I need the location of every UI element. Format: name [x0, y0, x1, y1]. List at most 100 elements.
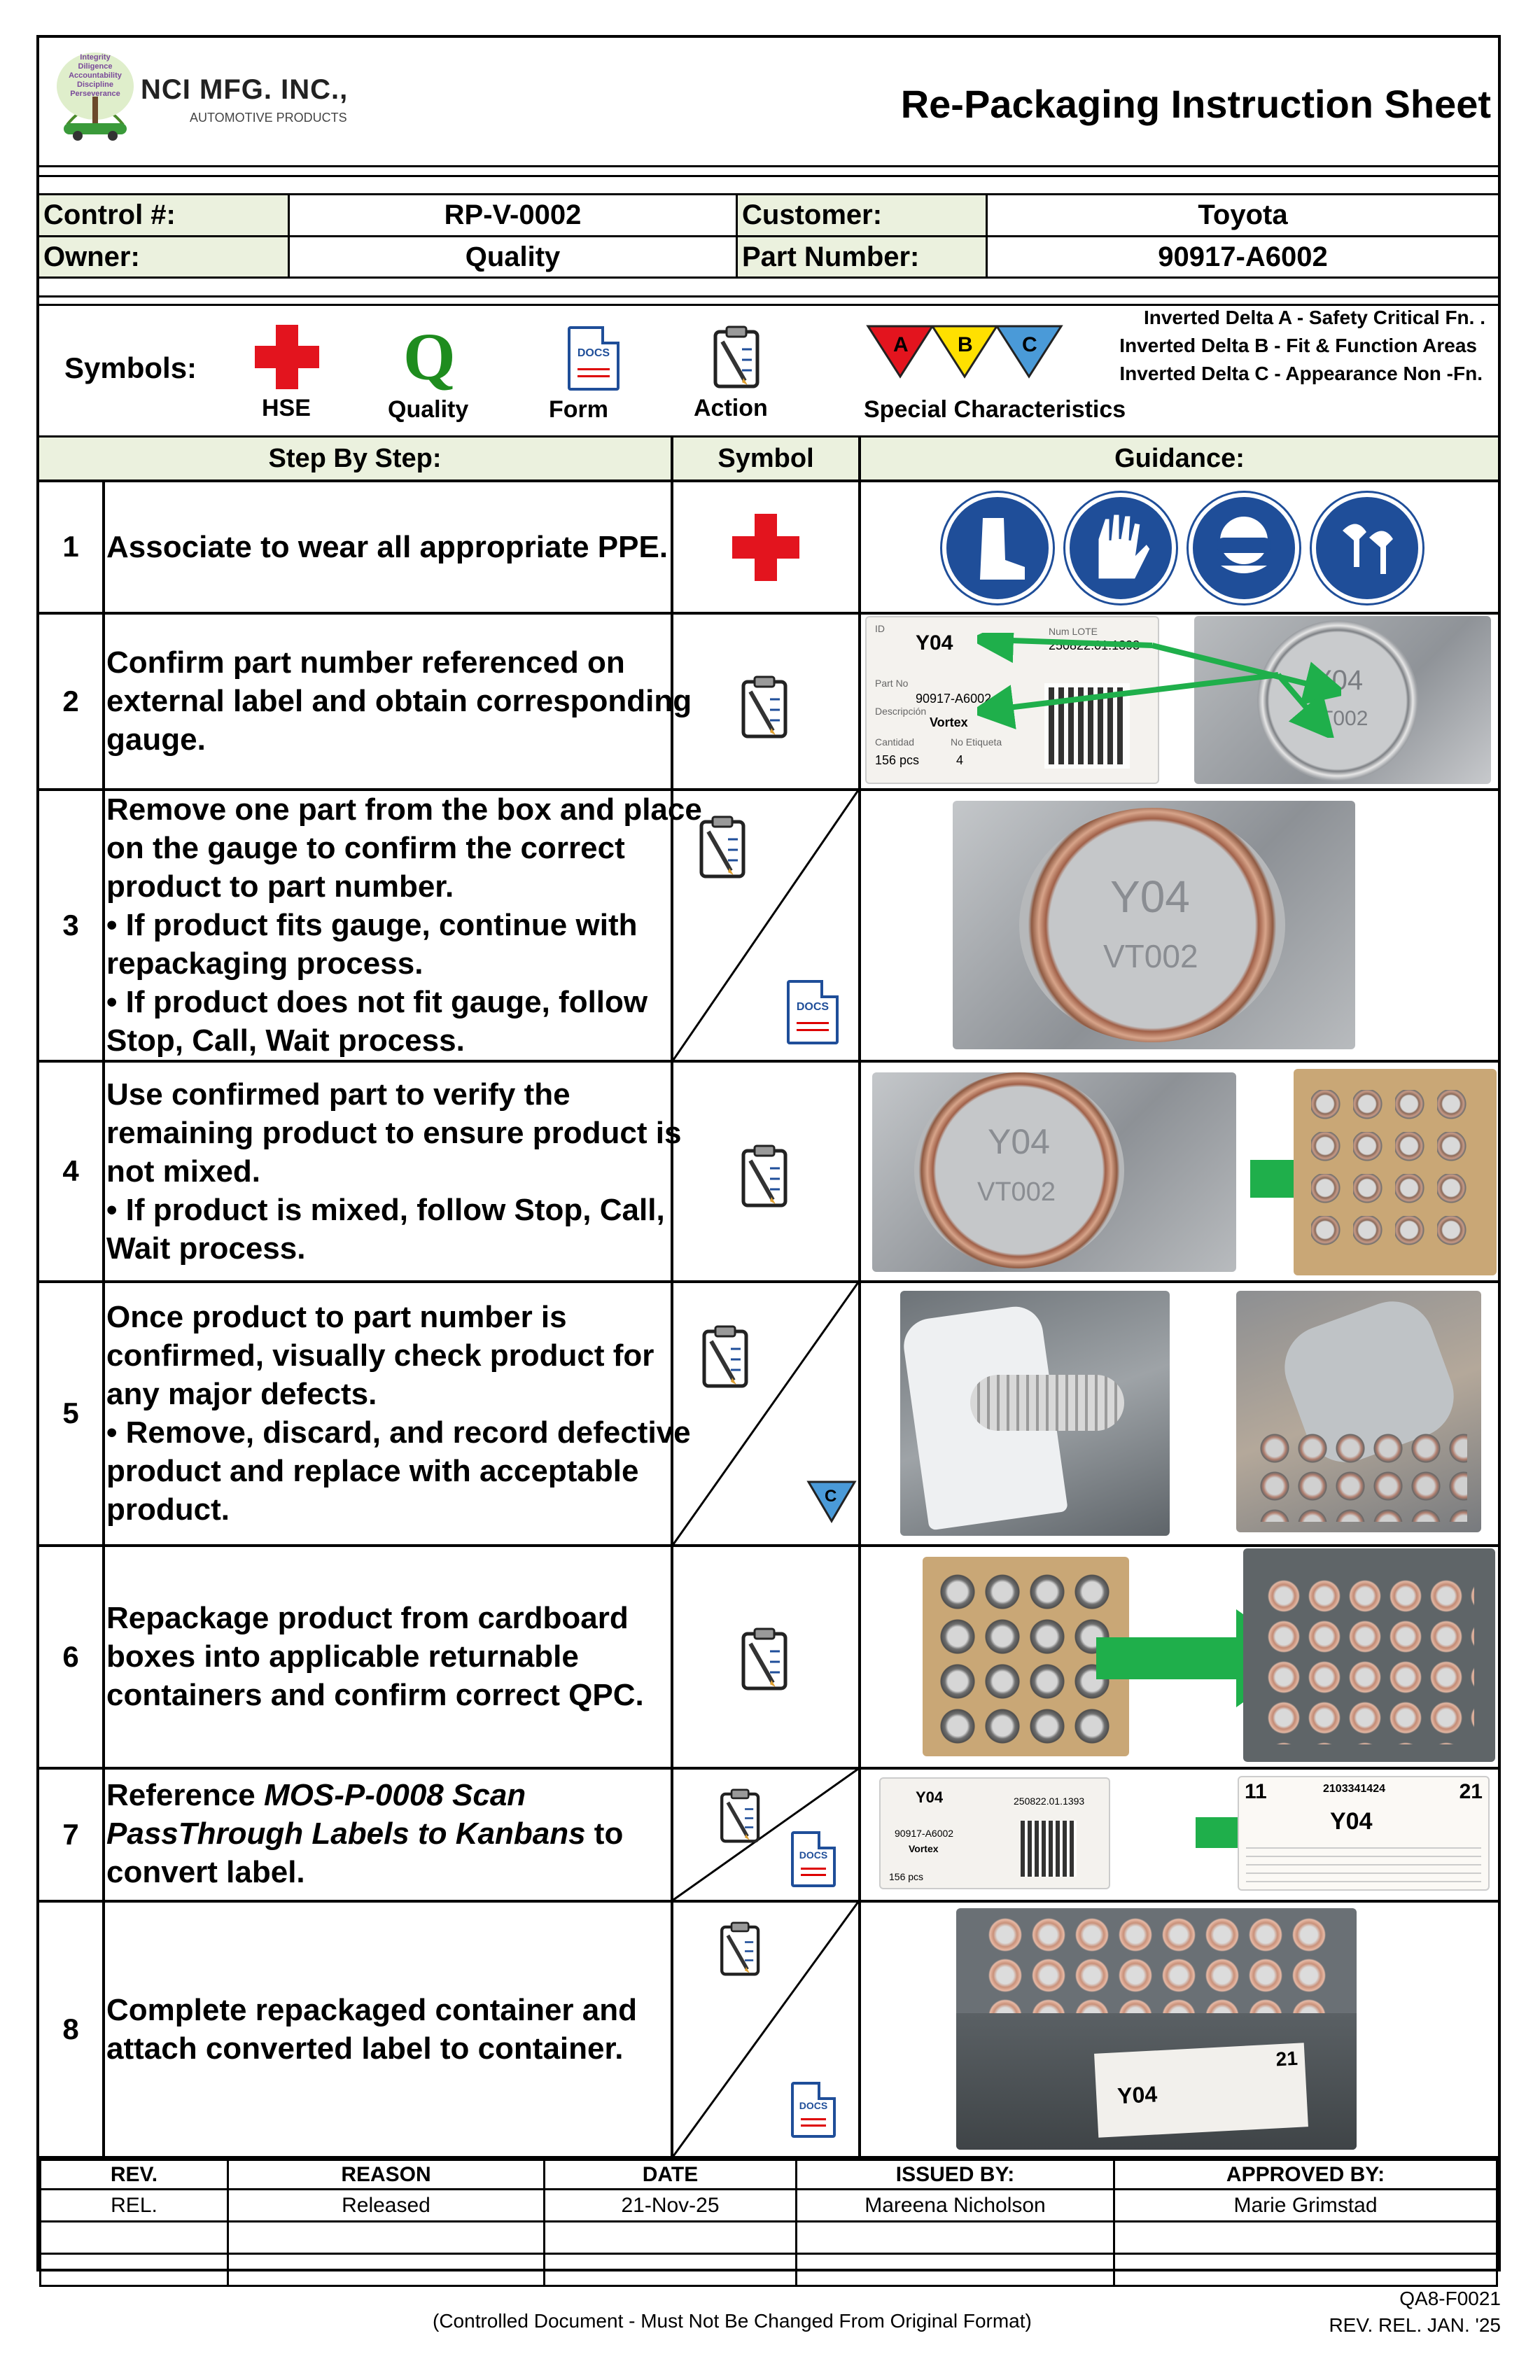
step-number: 3 [62, 908, 79, 941]
kanban-11: 11 [1245, 1780, 1267, 1803]
action-clipboard-icon [699, 816, 746, 878]
label-y04: Y04 [916, 1788, 944, 1806]
step-text: Complete repackaged container and attach… [106, 1992, 637, 2066]
part-number-value: 90917-A6002 [1158, 241, 1328, 272]
col-symbol-header: Symbol [718, 443, 814, 473]
col-step-header: Step By Step: [268, 443, 442, 473]
form-docs-icon: DOCS [568, 326, 620, 391]
step-text: Repackage product from cardboard boxes i… [106, 1601, 644, 1712]
hse-cross-icon [732, 514, 799, 581]
form-docs-icon: DOCS [791, 2082, 836, 2138]
kanban-number: 2103341424 [1323, 1783, 1385, 1795]
label-tag: 4 [956, 753, 964, 767]
symbol-diagonal [673, 1282, 858, 1544]
label-lote: 250822.01.1393 [1014, 1795, 1085, 1807]
date-value: 21-Nov-25 [543, 2188, 797, 2222]
label-desc: Vortex [930, 715, 968, 729]
control-value: RP-V-0002 [444, 200, 582, 230]
action-clipboard-icon [720, 1921, 760, 1976]
approved-by-value: Marie Grimstad [1113, 2188, 1498, 2222]
step-text: Associate to wear all appropriate PPE. [106, 529, 668, 564]
step-line: Once product to part number is confirmed… [106, 1300, 654, 1411]
control-label: Control #: [39, 195, 288, 235]
symbol-diagonal [673, 790, 858, 1060]
gauge-photo: Y04 VT002 [1194, 616, 1491, 784]
part-number-label: Part Number: [738, 237, 986, 276]
owner-label: Owner: [39, 237, 288, 276]
company-name: NCI MFG. INC., [141, 74, 349, 105]
gauge-vt002: VT002 [1103, 938, 1198, 974]
logo-word: Discipline [77, 80, 113, 89]
symbol-diagonal [673, 1902, 858, 2156]
logo-word: Perseverance [70, 90, 120, 98]
issued-by-value: Mareena Nicholson [795, 2188, 1115, 2222]
step-number: 8 [62, 2012, 79, 2045]
issued-by-header: ISSUED BY: [795, 2159, 1115, 2190]
action-label: Action [694, 395, 768, 421]
label-id-caption: ID [875, 623, 885, 634]
label-partno: 90917-A6002 [916, 692, 992, 706]
form-id: QA8-F0021 [1399, 2288, 1501, 2309]
docs-text: DOCS [577, 347, 610, 359]
col-guidance-header: Guidance: [1114, 443, 1245, 473]
step-line: Remove one part from the box and place o… [106, 792, 702, 904]
qr-code [1021, 1821, 1077, 1877]
step-line: • If product is mixed, follow Stop, Call… [106, 1192, 665, 1266]
symbols-label: Symbols: [64, 351, 197, 384]
match-arrows [977, 633, 1341, 738]
label-qty-caption: Cantidad [875, 736, 915, 748]
docs-text: DOCS [799, 1849, 828, 1861]
gloves-icon [1065, 493, 1176, 603]
label-tag-caption: No Etiqueta [951, 736, 1002, 748]
hse-cross-icon [255, 325, 319, 389]
step-text-post: to convert label. [106, 1816, 624, 1889]
reason-header: REASON [227, 2159, 545, 2190]
delta-c-icon [806, 1480, 857, 1523]
cardboard-box-photo [923, 1557, 1129, 1756]
kanban-21: 21 [1275, 2047, 1298, 2071]
delta-a-letter: A [893, 333, 909, 356]
form-label: Form [549, 396, 608, 423]
delta-c-letter: C [1022, 333, 1037, 356]
company-logo: Integrity Diligence Accountability Disci… [53, 48, 137, 142]
company-sub: AUTOMOTIVE PRODUCTS [190, 111, 347, 125]
step-number: 1 [62, 530, 79, 563]
special-characteristics-label: Special Characteristics [864, 396, 1126, 423]
delta-c-letter: C [825, 1487, 837, 1506]
delta-b-letter: B [958, 333, 973, 356]
approved-by-header: APPROVED BY: [1113, 2159, 1498, 2190]
kanban-y04: Y04 [1116, 2081, 1158, 2109]
hse-label: HSE [262, 395, 311, 421]
action-clipboard-icon [720, 1788, 760, 1843]
completed-container-photo: Y04 21 [956, 1908, 1357, 2150]
delta-b-text: Inverted Delta B - Fit & Function Areas [1119, 335, 1477, 356]
controlled-notice: (Controlled Document - Must Not Be Chang… [433, 2310, 1032, 2332]
customer-label: Customer: [738, 195, 986, 235]
form-docs-icon: DOCS [787, 980, 839, 1044]
reason-value: Released [227, 2188, 545, 2222]
delta-a-text: Inverted Delta A - Safety Critical Fn. . [1143, 307, 1485, 328]
gauge-y04: Y04 [988, 1122, 1050, 1161]
label-partno-caption: Part No [875, 678, 909, 689]
step-text: Confirm part number referenced on extern… [106, 645, 692, 757]
logo-word: Integrity [80, 53, 111, 62]
step-line: • If product does not fit gauge, follow … [106, 985, 648, 1058]
kanban-21: 21 [1459, 1780, 1483, 1803]
action-clipboard-icon [713, 326, 760, 388]
original-label-photo: Y04 250822.01.1393 90917-A6002 Vortex 15… [879, 1777, 1110, 1889]
label-partno: 90917-A6002 [895, 1828, 954, 1839]
docs-text: DOCS [799, 2100, 828, 2111]
rev-header: REV. [39, 2159, 229, 2190]
step-text: Remove one part from the box and place o… [106, 790, 704, 1060]
date-header: DATE [543, 2159, 797, 2190]
form-docs-icon: DOCS [791, 1831, 836, 1887]
revision-table: REV. REASON DATE ISSUED BY: APPROVED BY:… [39, 2159, 1498, 2287]
label-desc: Vortex [909, 1843, 939, 1854]
step-line: • If product fits gauge, continue with r… [106, 908, 638, 981]
action-clipboard-icon [741, 1628, 788, 1690]
action-clipboard-icon [741, 1144, 788, 1208]
step-text: Once product to part number is confirmed… [106, 1282, 704, 1544]
kanban-y04: Y04 [1330, 1808, 1373, 1835]
step-text: Reference MOS-P-0008 Scan PassThrough La… [106, 1769, 704, 1900]
step-line: • Remove, discard, and record defective … [106, 1415, 691, 1527]
